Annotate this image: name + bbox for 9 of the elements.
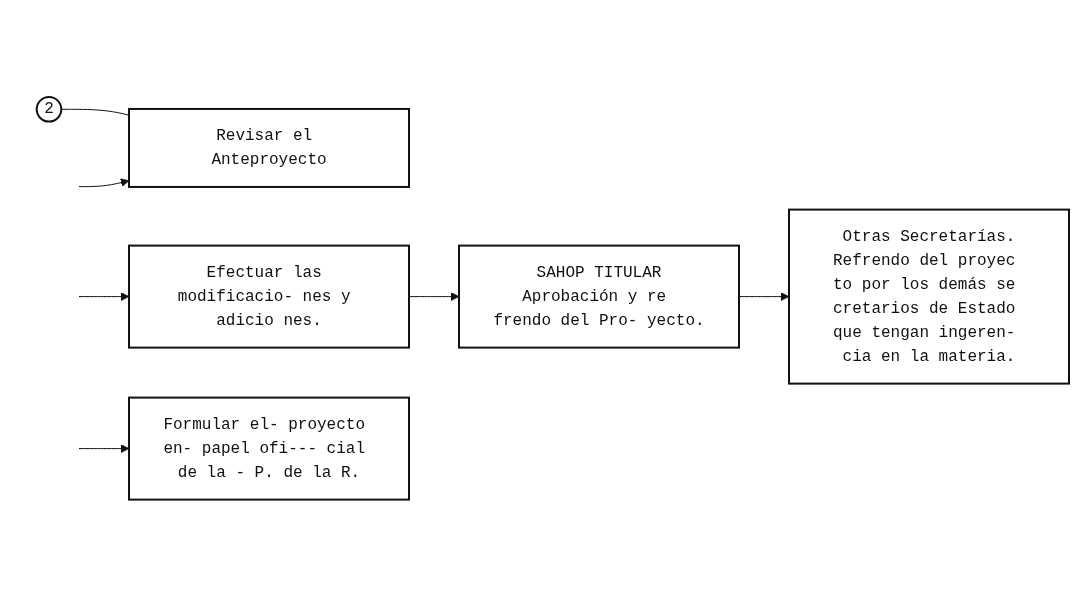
arrow	[78, 292, 130, 302]
arrow	[78, 178, 130, 188]
node-box: Formular el- proyecto en- papel ofi--- cial de la - P. de la R.	[128, 396, 410, 501]
node-box: Otras Secretarías. Refrendo del proyec to por los demás se cretarios de Estado que tengan ingeren- cia en la materia.	[788, 208, 1070, 385]
node-circle: 2	[35, 96, 63, 123]
node-box: SAHOP TITULAR Aprobación y re frendo del Pro- yecto.	[458, 244, 740, 349]
arrow	[78, 444, 130, 454]
node-box: Revisar el Anteproyecto	[128, 108, 410, 189]
node-box: Efectuar las modificacio- nes y adicio nes.	[128, 244, 410, 349]
